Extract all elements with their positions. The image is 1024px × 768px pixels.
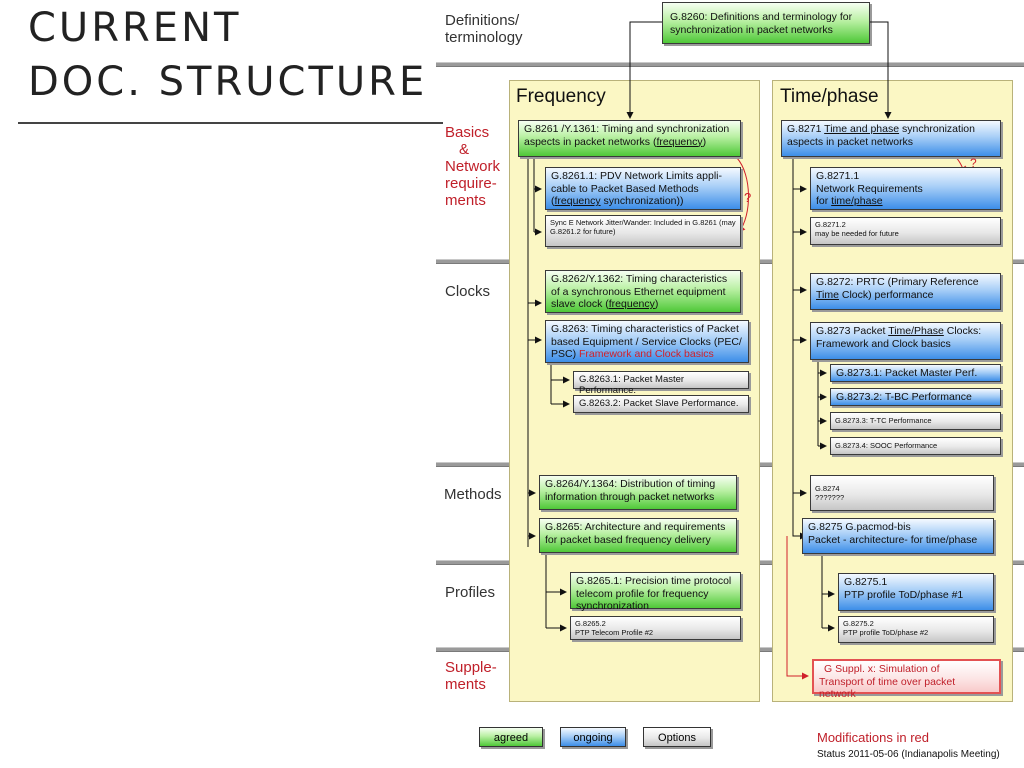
- legend-options: Options: [643, 727, 711, 747]
- question-mark-frequency: ?: [744, 190, 752, 205]
- frequency-column-header: Frequency: [516, 86, 606, 107]
- title-underline: [18, 122, 443, 124]
- g8263-2-box[interactable]: G.8263.2: Packet Slave Performance.: [573, 395, 749, 413]
- synce-jitter-box[interactable]: Sync E Network Jitter/Wander: Included i…: [545, 215, 741, 247]
- g8261-1-box[interactable]: G.8261.1: PDV Network Limits appli- cabl…: [545, 167, 741, 210]
- legend-agreed: agreed: [479, 727, 543, 747]
- slide-title-line1: CURRENT: [28, 5, 242, 51]
- g8263-1-box[interactable]: G.8263.1: Packet Master Performance.: [573, 371, 749, 396]
- definitions-label: Definitions/terminology: [445, 12, 523, 46]
- question-mark-time: ?: [970, 156, 977, 170]
- time-phase-column-header: Time/phase: [780, 86, 879, 107]
- g8262-box[interactable]: G.8262/Y.1362: Timing characteristics of…: [545, 270, 741, 313]
- g8273-1-box[interactable]: G.8273.1: Packet Master Perf.: [830, 364, 1001, 382]
- g8265-box[interactable]: G.8265: Architecture and requirements fo…: [539, 518, 737, 553]
- g8271-1-box[interactable]: G.8271.1 Network Requirements for time/p…: [810, 167, 1001, 210]
- legend-ongoing: ongoing: [560, 727, 626, 747]
- status-note: Status 2011-05-06 (Indianapolis Meeting): [817, 749, 1000, 760]
- g8273-2-box[interactable]: G.8273.2: T-BC Performance: [830, 388, 1001, 406]
- clocks-label: Clocks: [445, 283, 491, 300]
- g8273-3-box[interactable]: G.8273.3: T-TC Performance: [830, 412, 1001, 430]
- slide-title-line2: DOC. STRUCTURE: [28, 59, 428, 105]
- supplements-label: Supple-ments: [445, 659, 497, 693]
- profiles-label: Profiles: [445, 584, 496, 601]
- separator-defs: [436, 62, 1024, 67]
- methods-label: Methods: [444, 486, 502, 503]
- g8263-box[interactable]: G.8263: Timing characteristics of Packet…: [545, 320, 749, 363]
- g8272-box[interactable]: G.8272: PRTC (Primary Reference Time Clo…: [810, 273, 1001, 310]
- g8264-box[interactable]: G.8264/Y.1364: Distribution of timing in…: [539, 475, 737, 510]
- g8271-box[interactable]: G.8271 Time and phase synchronization as…: [781, 120, 1001, 157]
- g8273-box[interactable]: G.8273 Packet Time/Phase Clocks: Framewo…: [810, 322, 1001, 360]
- basics-requirements-label: Basics & Network require- ments: [445, 124, 501, 209]
- g8265-1-box[interactable]: G.8265.1: Precision time protocol teleco…: [570, 572, 741, 612]
- g8273-4-box[interactable]: G.8273.4: SOOC Performance: [830, 437, 1001, 455]
- g8261-box[interactable]: G.8261 /Y.1361: Timing and synchronizati…: [518, 120, 741, 157]
- g8260-box[interactable]: G.8260: Definitions and terminology for …: [662, 2, 870, 44]
- modifications-note: Modifications in red: [817, 730, 929, 745]
- g8274-box[interactable]: G.8274???????: [810, 475, 994, 511]
